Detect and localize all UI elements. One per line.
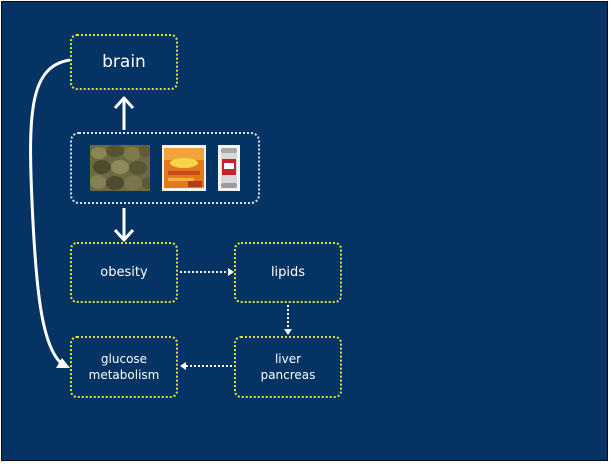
node-obesity-label: obesity bbox=[100, 265, 148, 280]
soda-can bbox=[218, 145, 240, 191]
node-lipids-label: lipids bbox=[270, 265, 306, 280]
node-obesity: obesity bbox=[70, 242, 178, 303]
pills-photo bbox=[90, 145, 150, 191]
node-liver-label: liver pancreas bbox=[261, 351, 316, 383]
node-glucose-metabolism: glucose metabolism bbox=[70, 336, 178, 398]
node-glucose-line2: metabolism bbox=[88, 368, 160, 382]
node-glucose-line1: glucose bbox=[100, 352, 148, 366]
arrow-lipids-to-liver bbox=[284, 305, 292, 335]
node-foods bbox=[70, 132, 260, 204]
arrow-liver-to-glucose bbox=[180, 362, 232, 370]
node-brain-label: brain bbox=[102, 52, 146, 72]
node-lipids: lipids bbox=[234, 242, 342, 303]
arrow-brain-to-glucose bbox=[29, 58, 71, 368]
arrow-obesity-to-lipids bbox=[180, 268, 234, 276]
arrow-foods-to-obesity bbox=[113, 208, 135, 242]
arrow-foods-to-brain bbox=[113, 96, 135, 130]
node-brain: brain bbox=[70, 34, 178, 90]
node-liver-line1: liver bbox=[274, 352, 302, 366]
packaged-snack bbox=[162, 145, 206, 191]
node-liver-line2: pancreas bbox=[260, 368, 316, 382]
node-liver-pancreas: liver pancreas bbox=[234, 336, 342, 398]
node-glucose-label: glucose metabolism bbox=[89, 351, 160, 383]
